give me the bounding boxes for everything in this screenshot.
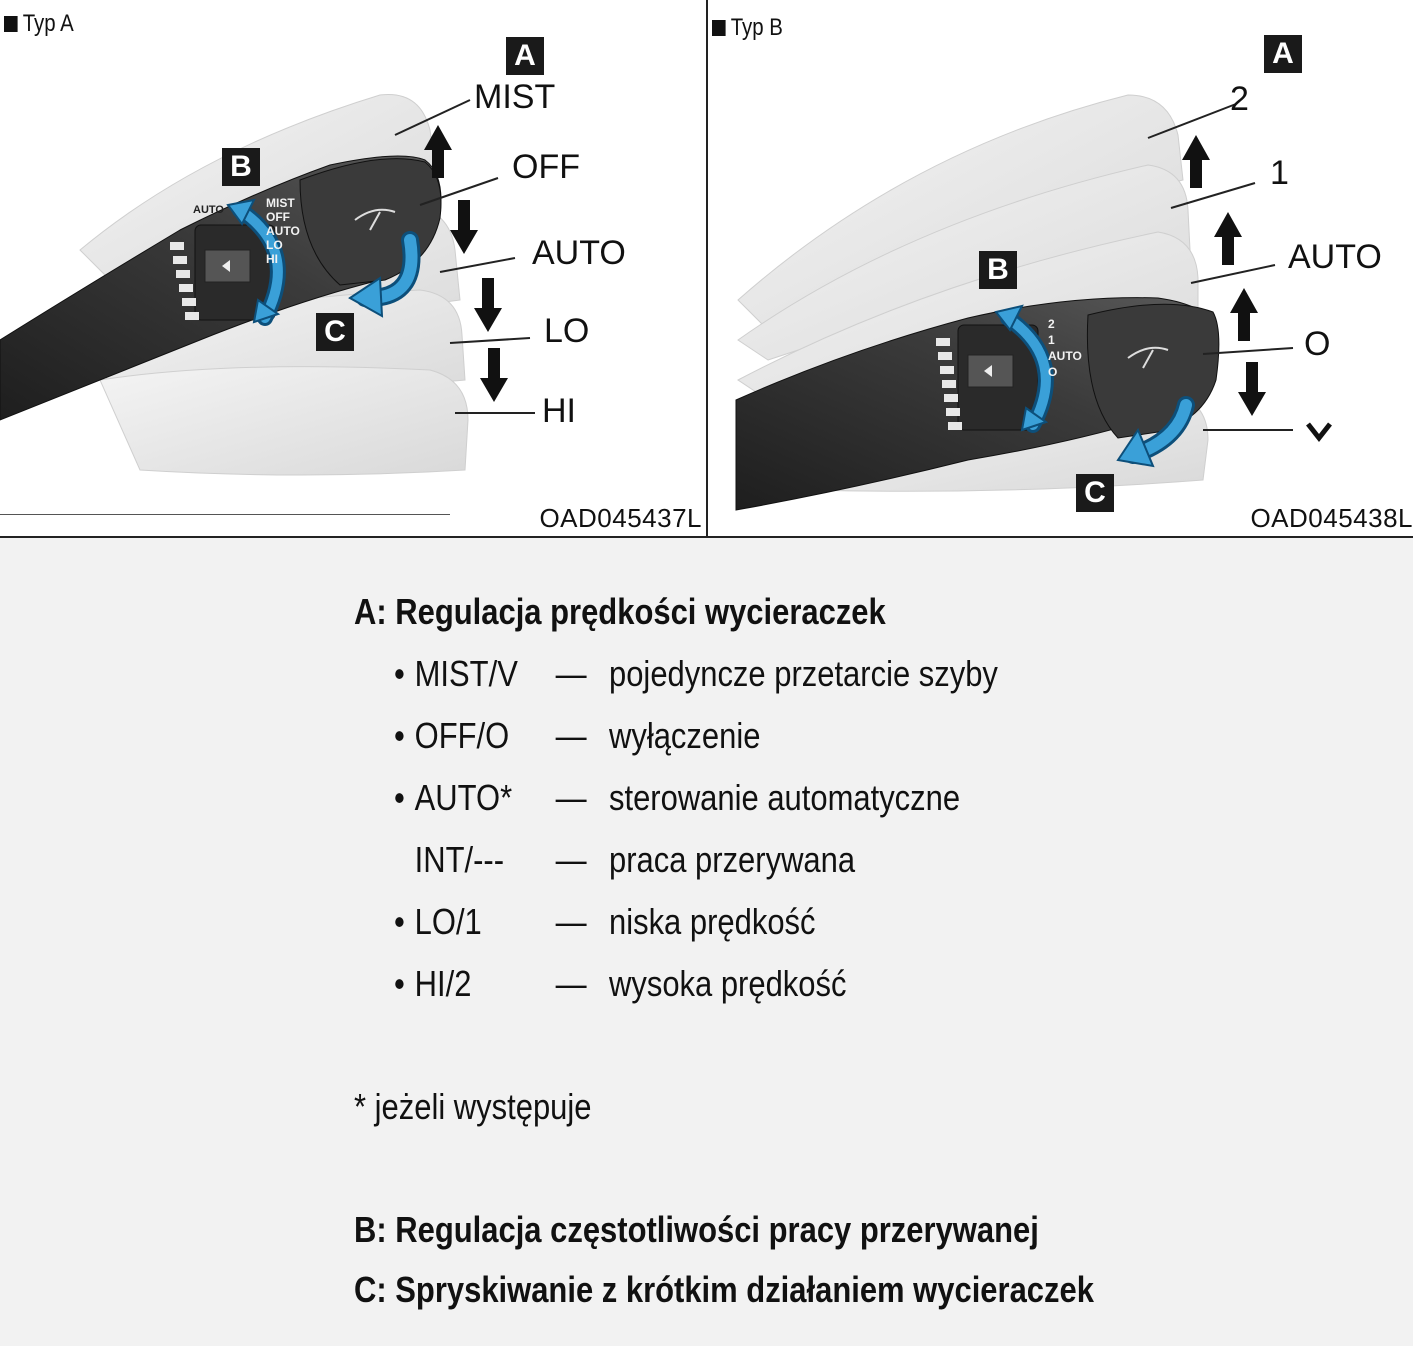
position-label-hi: HI [542,392,576,430]
callout-a: A [1264,35,1302,73]
callout-a: A [506,37,544,75]
legend-term: AUTO* [414,777,513,818]
legend-dash: — [555,963,587,1004]
legend-desc: niska prędkość [609,901,816,942]
ring-label: O [1048,365,1058,379]
heading-b: B: Regulacja częstotliwości pracy przery… [354,1209,1039,1250]
legend-dash: — [555,715,587,756]
position-label-o: O [1304,325,1331,363]
legend-dash: — [555,901,587,942]
bullet: • [394,715,405,756]
position-label-lo: LO [544,312,590,350]
legend-dash: — [555,839,587,880]
type-label: Typ A [4,10,74,38]
panel-type-b: Typ B A B C 2 1 AUTO O V 2 1 AUTO O OAD0… [708,0,1413,536]
legend-term: INT/--- [414,839,505,880]
legend-desc: praca przerywana [609,839,856,880]
ring-label: OFF [266,210,290,224]
ring-label: AUTO [266,224,300,238]
ring-label: AUTO [1048,349,1082,363]
figure-code: OAD045437L [539,503,702,533]
legend-desc: wyłączenie [609,715,761,756]
ring-labels-b: 2 1 AUTO O [1048,316,1082,380]
legend-dash: — [555,777,587,818]
position-label-mist: MIST [474,78,556,116]
base-line [0,514,450,515]
wiper-icon [1127,346,1169,369]
position-label-1: 1 [1270,154,1289,192]
ring-label: 2 [1048,317,1055,331]
position-label-auto: AUTO [1288,238,1382,276]
ring-label: 1 [1048,333,1055,347]
position-label-off: OFF [512,148,580,186]
type-label-text: Typ B [730,14,783,41]
figure-code: OAD045438L [1250,503,1413,533]
callout-c: C [316,313,354,351]
legend-desc: pojedyncze przetarcie szyby [609,653,998,694]
bullet: • [394,901,405,942]
square-bullet-icon [712,20,726,36]
heading-a: A: Regulacja prędkości wycieraczek [354,591,886,632]
legend-term: OFF/O [414,715,510,756]
panel-divider [706,0,708,536]
legend-term: LO/1 [414,901,482,942]
position-label-auto: AUTO [532,234,626,272]
illustration-panels: AUTO Typ A A B C MIST OFF AUTO LO HI MIS… [0,0,1413,538]
bullet: • [394,777,405,818]
ring-label: LO [266,238,283,252]
down-arrow-icon [1238,362,1266,416]
v-position-symbol [1306,422,1332,443]
bullet: • [394,963,405,1004]
square-bullet-icon [4,16,18,32]
type-label-text: Typ A [22,10,74,37]
stalk-illustration-b [735,94,1332,511]
stalk-illustration-a: AUTO [0,93,535,476]
ring-label-left: AUTO [193,204,224,216]
down-arrow-icon [450,200,508,402]
ring-label: MIST [266,196,295,210]
type-label: Typ B [712,14,783,42]
up-arrow-icon [1182,135,1258,341]
panel-type-a: AUTO Typ A A B C MIST OFF AUTO LO HI MIS… [0,0,706,536]
callout-b: B [979,251,1017,289]
bullet: • [394,653,405,694]
legend-term: HI/2 [414,963,472,1004]
legend-term: MIST/V [414,653,518,694]
footnote: * jeżeli występuje [354,1086,592,1127]
heading-c: C: Spryskiwanie z krótkim działaniem wyc… [354,1269,1094,1310]
ring-labels-a: MIST OFF AUTO LO HI [266,196,300,266]
wiper-icon [354,208,396,231]
up-arrow-icon [424,125,452,178]
callout-c: C [1076,474,1114,512]
ring-label: HI [266,252,278,266]
legend-desc: wysoka prędkość [609,963,847,1004]
legend-desc: sterowanie automatyczne [609,777,961,818]
legend-dash: — [555,653,587,694]
position-label-2: 2 [1230,80,1249,118]
callout-b: B [222,148,260,186]
